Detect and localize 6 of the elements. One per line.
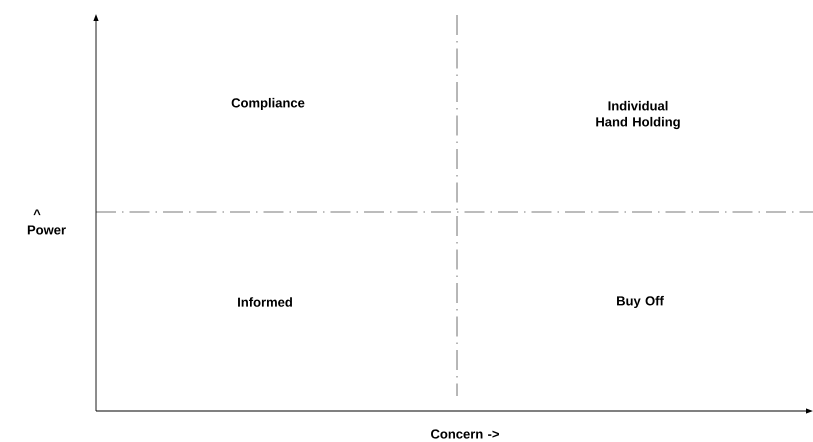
axis-label: ^ Power [28,209,66,235]
axis-label: Concern -> [431,429,499,439]
quadrant-label: Informed [238,297,292,307]
quadrant-label: Buy Off [617,296,664,308]
quadrant-label: Compliance [232,98,304,110]
quadrant-label: Individual Hand Holding [596,100,680,130]
